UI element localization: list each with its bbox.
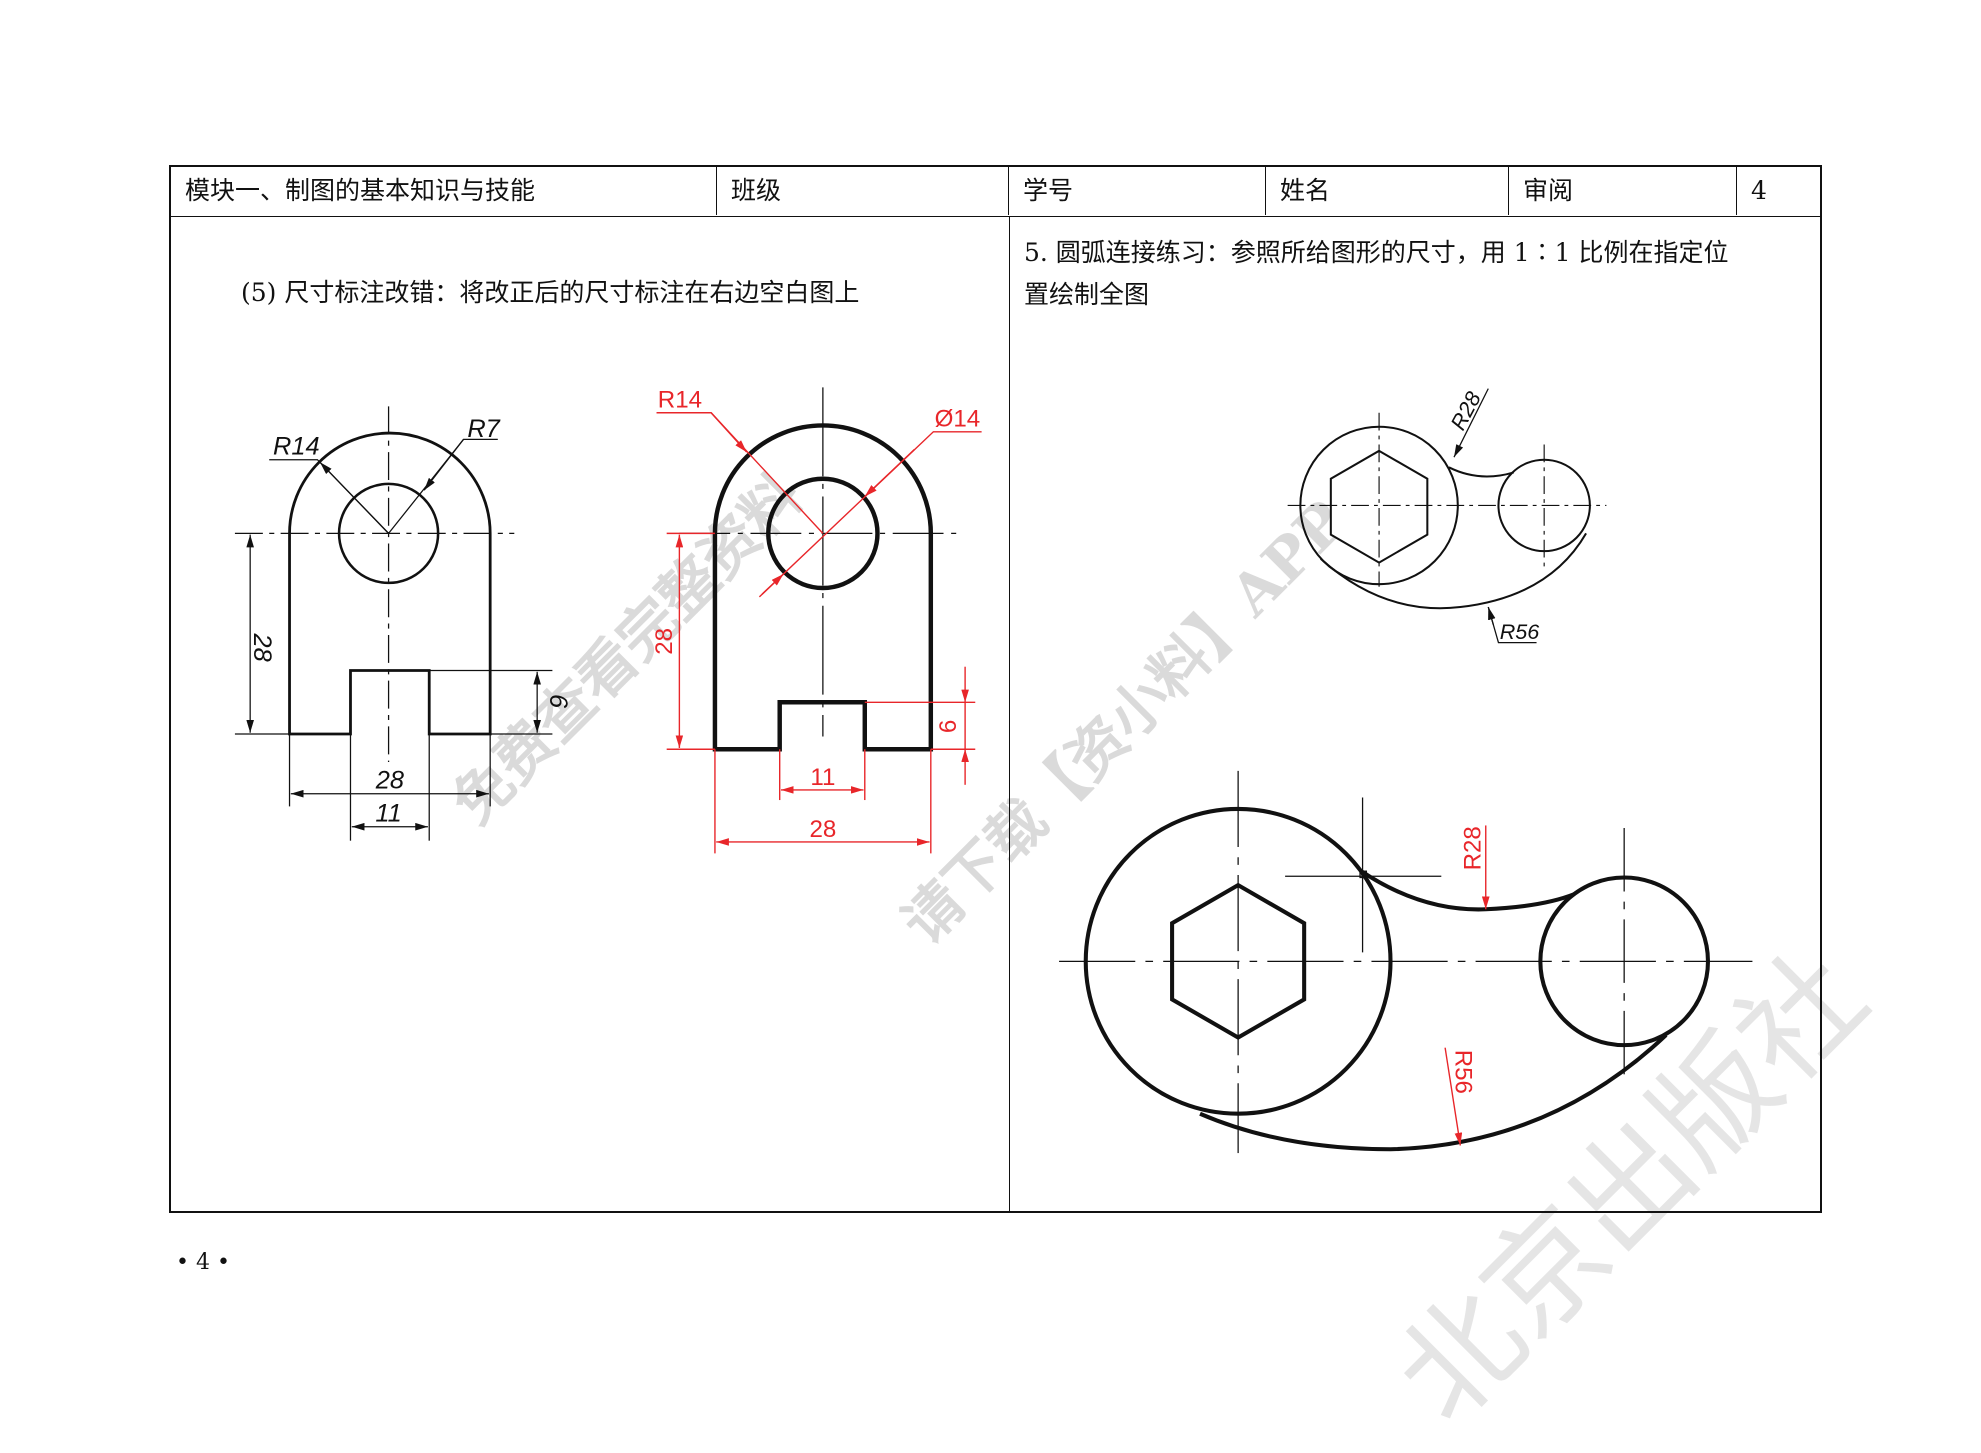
arc-r56 — [1319, 532, 1587, 610]
arc-r28 — [1448, 466, 1514, 478]
column-divider — [1009, 217, 1010, 1211]
name-field: 姓名 — [1266, 167, 1509, 215]
part-outline — [288, 431, 492, 736]
leader-r14 — [656, 412, 824, 534]
header-row: 模块一、制图的基本知识与技能 班级 学号 姓名 审阅 4 — [171, 167, 1820, 217]
label-r56-reference: R56 — [1500, 619, 1540, 644]
worksheet-frame: 模块一、制图的基本知识与技能 班级 学号 姓名 审阅 4 (5) 尺寸标注改错：… — [169, 165, 1822, 1213]
label-28-vertical: 28 — [248, 633, 276, 662]
page-number: • 4 • — [176, 1250, 230, 1275]
review-field: 审阅 — [1509, 167, 1737, 215]
label-6: 6 — [544, 694, 572, 709]
label-r28-answer: R28 — [1460, 826, 1487, 870]
original-part-drawing — [234, 406, 553, 841]
right-instruction-line2: 置绘制全图 — [1024, 280, 1150, 309]
module-title: 模块一、制图的基本知识与技能 — [171, 167, 717, 215]
corrected-part-drawing — [656, 387, 982, 854]
left-instruction: (5) 尺寸标注改错：将改正后的尺寸标注在右边空白图上 — [241, 278, 860, 307]
arc-r56 — [1199, 1033, 1668, 1152]
label-r56-answer: R56 — [1449, 1050, 1476, 1094]
label-28-vertical-corrected: 28 — [651, 628, 678, 655]
leader-r56 — [1444, 1047, 1463, 1146]
part-outline — [712, 423, 934, 752]
class-field: 班级 — [717, 167, 1009, 215]
label-r28-reference: R28 — [1445, 387, 1486, 434]
label-dia14: Ø14 — [935, 406, 981, 433]
label-11-corrected: 11 — [810, 764, 835, 791]
label-6-corrected: 6 — [935, 720, 962, 733]
page-cell: 4 — [1751, 176, 1767, 205]
label-r14: R14 — [273, 433, 320, 461]
drawings: R14 R7 28 6 28 11 — [234, 387, 1753, 1154]
right-instruction-line1: 5. 圆弧连接练习：参照所给图形的尺寸，用 1∶1 比例在指定位 — [1024, 238, 1729, 267]
leader-dia14 — [758, 431, 982, 598]
answer-arc-figure — [1059, 770, 1753, 1154]
arc-r28 — [1360, 869, 1576, 912]
reference-arc-figure — [1287, 388, 1607, 644]
label-11: 11 — [375, 800, 401, 828]
student-number-field: 学号 — [1009, 167, 1266, 215]
label-28-horizontal-corrected: 28 — [809, 816, 836, 843]
label-r14-corrected: R14 — [658, 387, 702, 414]
label-r7: R7 — [467, 415, 500, 443]
label-28-horizontal: 28 — [375, 767, 404, 795]
